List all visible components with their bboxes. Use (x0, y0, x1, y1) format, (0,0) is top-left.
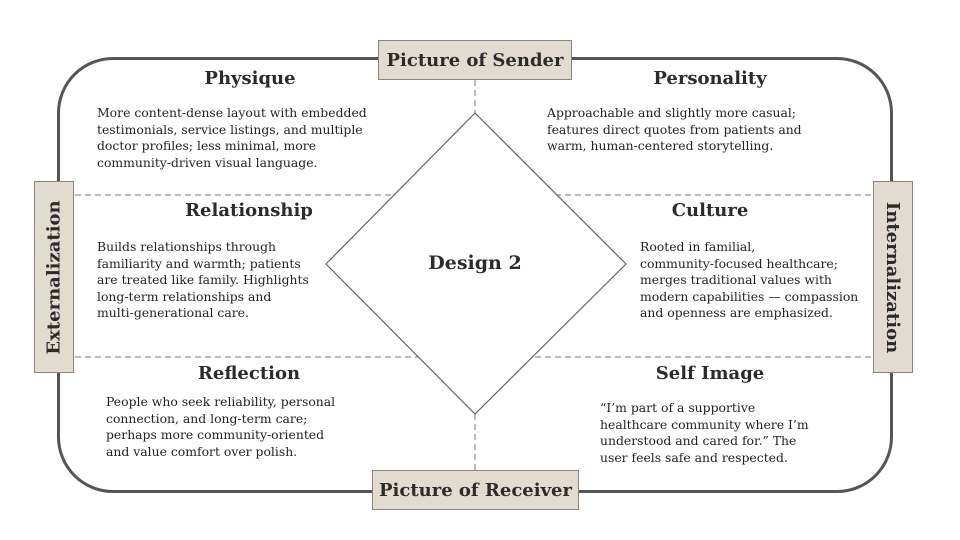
culture-line: community-focused healthcare; (640, 255, 838, 271)
culture-line: and openness are emphasized. (640, 305, 833, 320)
reflection-line: and value comfort over polish. (106, 443, 298, 459)
reflection-line: perhaps more community-oriented (106, 427, 325, 442)
relationship-line: long-term relationships and (97, 288, 272, 304)
self-image-text: “I’m part of a supportive healthcare com… (600, 400, 809, 466)
personality-title: Personality (653, 68, 767, 89)
picture-of-sender-tag: Picture of Sender (378, 40, 572, 80)
culture-line: merges traditional values with (640, 272, 832, 287)
physique-text: More content-dense layout with embedded … (97, 105, 367, 171)
reflection-title: Reflection (197, 363, 301, 384)
relationship-line: multi-generational care. (97, 305, 249, 320)
culture-line: Rooted in familial, (640, 239, 756, 254)
culture-text: Rooted in familial, community-focused he… (640, 239, 858, 322)
physique-line: community-driven visual language. (97, 154, 318, 170)
self-image-line: user feels safe and respected. (600, 449, 788, 465)
internalization-label: Internalization (882, 201, 904, 353)
internalization-tag: Internalization (873, 181, 913, 373)
relationship-line: are treated like family. Highlights (97, 272, 309, 287)
relationship-text: Builds relationships through familiarity… (97, 239, 309, 322)
personality-line: features direct quotes from patients and (547, 121, 802, 137)
personality-text: Approachable and slightly more casual; f… (547, 105, 802, 155)
relationship-line: familiarity and warmth; patients (97, 255, 301, 271)
reflection-line: connection, and long-term care; (106, 410, 308, 426)
center-label: Design 2 (428, 252, 522, 274)
personality-line: warm, human-centered storytelling. (547, 138, 774, 153)
relationship-title: Relationship (185, 200, 313, 221)
picture-of-receiver-label: Picture of Receiver (378, 479, 572, 501)
self-image-line: healthcare community where I’m (600, 416, 809, 432)
reflection-text: People who seek reliability, personal co… (106, 394, 335, 460)
relationship-line: Builds relationships through (97, 239, 276, 254)
self-image-line: understood and cared for.” The (600, 433, 797, 448)
picture-of-receiver-tag: Picture of Receiver (372, 470, 579, 510)
physique-title: Physique (204, 68, 296, 89)
self-image-title: Self Image (655, 363, 765, 384)
physique-line: testimonials, service listings, and mult… (97, 121, 363, 137)
culture-line: modern capabilities — compassion (640, 288, 859, 304)
externalization-label: Externalization (43, 199, 65, 355)
externalization-tag: Externalization (34, 181, 74, 373)
self-image-line: “I’m part of a supportive (600, 400, 756, 415)
reflection-line: People who seek reliability, personal (106, 394, 336, 409)
physique-line: doctor profiles; less minimal, more (97, 138, 317, 153)
picture-of-sender-label: Picture of Sender (386, 49, 564, 71)
personality-line: Approachable and slightly more casual; (547, 105, 796, 120)
center-diamond (325, 112, 627, 415)
physique-line: More content-dense layout with embedded (97, 105, 367, 120)
culture-title: Culture (671, 200, 749, 221)
